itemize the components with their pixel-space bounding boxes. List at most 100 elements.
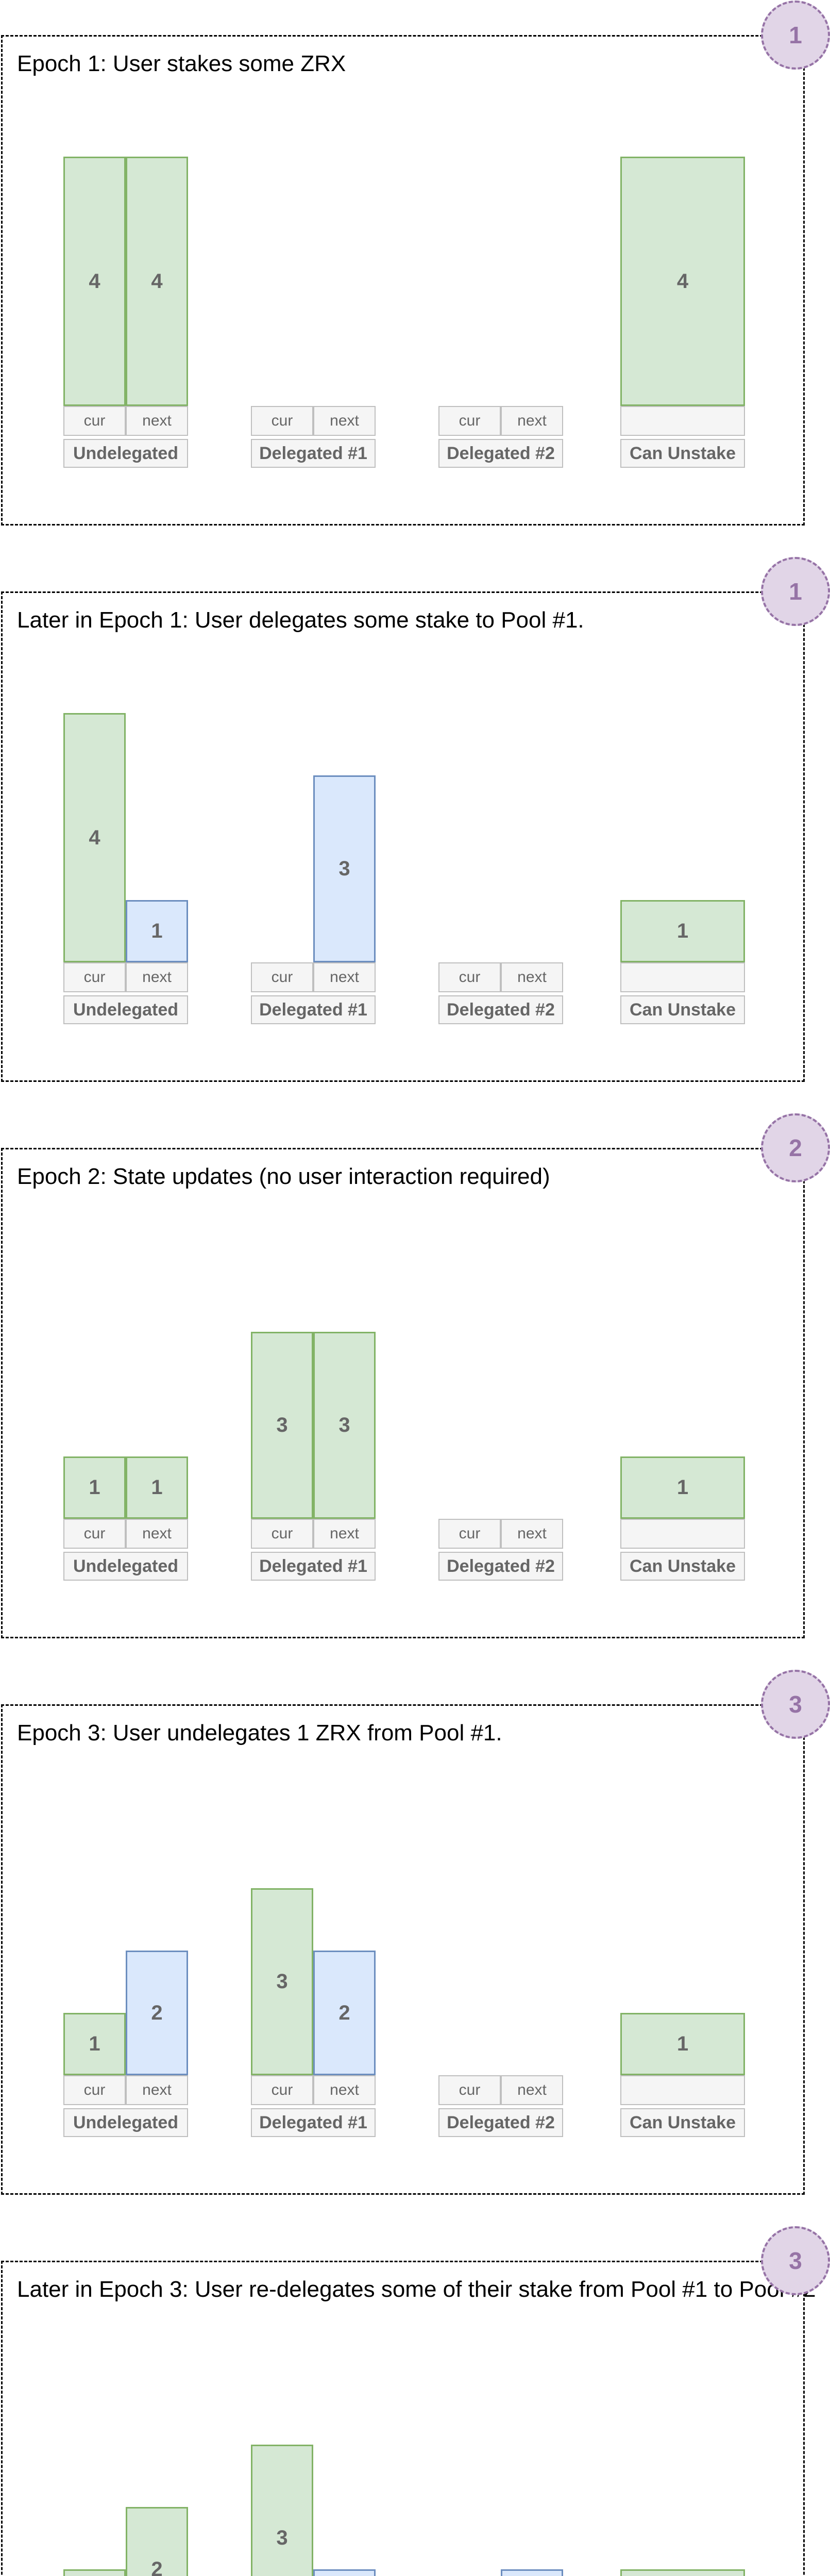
column-header-next: next	[126, 406, 188, 436]
stake-bar-value: 1	[676, 920, 689, 942]
column-header-next: next	[126, 1519, 188, 1549]
stake-bar-value: 3	[338, 1414, 350, 1436]
column-header-cur: cur	[63, 962, 126, 992]
stake-bar-value: 1	[89, 1476, 100, 1499]
stake-bar-value: 1	[89, 2032, 100, 2055]
column-header-next: next	[126, 962, 188, 992]
stake-bar-cur: 1	[63, 1456, 126, 1519]
group-label: Can Unstake	[620, 1552, 745, 1581]
group-label: Delegated #2	[438, 1552, 563, 1581]
stake-bar-wide: 1	[620, 900, 745, 962]
column-header-empty	[620, 962, 745, 992]
stake-bar-value: 1	[151, 1476, 163, 1499]
column-header-cur: cur	[63, 406, 126, 436]
stake-bar-value: 4	[151, 269, 163, 293]
stake-bar-next: 1	[126, 900, 188, 962]
stake-bar-cur: 3	[251, 2445, 313, 2576]
stake-bar-value: 1	[151, 920, 163, 942]
panel-title: Later in Epoch 3: User re-delegates some…	[17, 2277, 816, 2302]
stake-bar-cur: 4	[63, 157, 126, 406]
stake-bar-wide: 1	[620, 2013, 745, 2075]
group-label: Delegated #1	[251, 2108, 376, 2137]
group-label: Can Unstake	[620, 995, 745, 1024]
stake-bar-value: 4	[89, 826, 100, 849]
stake-bar-next: 3	[313, 1332, 376, 1519]
stake-bar-value: 4	[676, 269, 689, 293]
column-header-cur: cur	[251, 2075, 313, 2105]
group-label: Undelegated	[63, 2108, 188, 2137]
column-header-cur: cur	[438, 2075, 501, 2105]
column-header-next: next	[313, 406, 376, 436]
column-header-empty	[620, 1519, 745, 1549]
stake-bar-next: 2	[126, 1951, 188, 2075]
column-header-next: next	[126, 2075, 188, 2105]
column-header-next: next	[501, 406, 563, 436]
column-header-next: next	[313, 1519, 376, 1549]
column-header-cur: cur	[438, 1519, 501, 1549]
column-header-next: next	[501, 2075, 563, 2105]
group-label: Delegated #1	[251, 1552, 376, 1581]
group-label: Undelegated	[63, 995, 188, 1024]
column-header-cur: cur	[63, 1519, 126, 1549]
column-header-cur: cur	[251, 962, 313, 992]
stake-bar-value: 1	[676, 1476, 689, 1499]
stake-bar-next: 1	[313, 2569, 376, 2576]
stake-bar-value: 2	[151, 2001, 163, 2024]
column-header-empty	[620, 406, 745, 436]
stake-bar-next: 1	[126, 1456, 188, 1519]
group-label: Delegated #2	[438, 439, 563, 468]
group-label: Delegated #1	[251, 439, 376, 468]
group-label: Undelegated	[63, 439, 188, 468]
stake-bar-value: 3	[276, 2527, 288, 2549]
stake-bar-next: 2	[313, 1951, 376, 2075]
column-header-cur: cur	[251, 1519, 313, 1549]
column-header-cur: cur	[438, 406, 501, 436]
panel-title: Epoch 3: User undelegates 1 ZRX from Poo…	[17, 1720, 502, 1745]
panel-title: Later in Epoch 1: User delegates some st…	[17, 607, 584, 633]
stake-bar-next: 3	[313, 775, 376, 962]
stake-bar-cur: 3	[251, 1888, 313, 2075]
column-header-next: next	[501, 962, 563, 992]
stake-bar-next: 1	[501, 2569, 563, 2576]
stake-bar-value: 3	[276, 1414, 288, 1436]
epoch-number-badge: 3	[761, 2226, 830, 2295]
stake-bar-next: 2	[126, 2507, 188, 2576]
stake-bar-wide: 1	[620, 2569, 745, 2576]
column-header-cur: cur	[63, 2075, 126, 2105]
group-label: Delegated #2	[438, 995, 563, 1024]
stake-bar-cur: 4	[63, 713, 126, 962]
stake-bar-cur: 3	[251, 1332, 313, 1519]
stake-bar-value: 4	[89, 269, 100, 293]
stake-bar-wide: 1	[620, 1456, 745, 1519]
column-header-next: next	[313, 2075, 376, 2105]
stake-bar-wide: 4	[620, 157, 745, 406]
group-label: Delegated #2	[438, 2108, 563, 2137]
column-header-next: next	[501, 1519, 563, 1549]
column-header-empty	[620, 2075, 745, 2105]
group-label: Undelegated	[63, 1552, 188, 1581]
stake-bar-value: 2	[338, 2001, 350, 2024]
panel-title: Epoch 2: State updates (no user interact…	[17, 1164, 550, 1189]
group-label: Can Unstake	[620, 439, 745, 468]
stake-bar-cur: 1	[63, 2013, 126, 2075]
column-header-next: next	[313, 962, 376, 992]
epoch-number-badge: 2	[761, 1113, 830, 1182]
epoch-number-badge: 3	[761, 1670, 830, 1739]
epoch-number-badge: 1	[761, 1, 830, 70]
stake-bar-value: 3	[276, 1970, 288, 1993]
group-label: Delegated #1	[251, 995, 376, 1024]
column-header-cur: cur	[251, 406, 313, 436]
group-label: Can Unstake	[620, 2108, 745, 2137]
stake-bar-next: 4	[126, 157, 188, 406]
stake-bar-value: 2	[151, 2557, 163, 2576]
stake-bar-cur: 1	[63, 2569, 126, 2576]
epoch-number-badge: 1	[761, 557, 830, 626]
stake-bar-value: 1	[676, 2032, 689, 2055]
column-header-cur: cur	[438, 962, 501, 992]
